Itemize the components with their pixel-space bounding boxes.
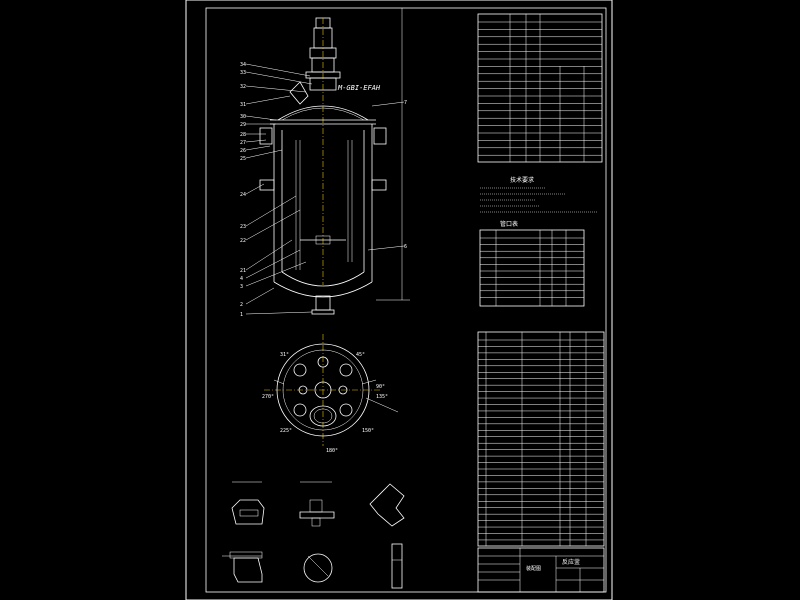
parts-list-table (477, 331, 605, 547)
callout-4: 4 (240, 276, 243, 282)
angle-label: 150° (362, 428, 374, 434)
callout-2: 2 (240, 302, 243, 308)
technical-notes: 技术要求 (480, 176, 598, 213)
callout-3: 3 (240, 284, 243, 290)
angle-label: 31° (280, 352, 289, 358)
vessel-plan-view (264, 334, 399, 446)
callout-30: 30 (240, 114, 246, 120)
sheet-border (185, 0, 613, 600)
vessel-elevation (259, 8, 410, 315)
callout-22: 22 (240, 238, 246, 244)
callout-1: 1 (240, 312, 243, 318)
callout-6: 6 (404, 244, 407, 250)
callout-25: 25 (240, 156, 246, 162)
title-block-name: 反应釜 (562, 558, 580, 566)
callout-33: 33 (240, 70, 246, 76)
callout-7: 7 (404, 100, 407, 106)
callout-21: 21 (240, 268, 246, 274)
title-block-drawing-no: 装配图 (526, 565, 541, 572)
angle-label: 225° (280, 428, 292, 434)
callout-26: 26 (240, 148, 246, 154)
angle-label: 135° (376, 394, 388, 400)
callout-27: 27 (240, 140, 246, 146)
callout-24: 24 (240, 192, 246, 198)
nozzle-table-rows (480, 237, 584, 298)
callout-23: 23 (240, 224, 246, 230)
callout-28: 28 (240, 132, 246, 138)
right-callout-numbers: 7 6 (367, 100, 407, 251)
nozzle-table-heading: 管口表 (500, 220, 518, 228)
vessel-main-label: M-GBI-EFAH (337, 84, 381, 92)
angle-label: 270° (262, 394, 274, 400)
angle-label: 90° (376, 384, 385, 390)
detail-views (222, 481, 405, 589)
design-data-rows (478, 21, 602, 156)
angle-label: 180° (326, 448, 338, 454)
left-callout-numbers: 34 33 32 31 30 29 28 27 26 25 24 23 22 2… (240, 62, 246, 318)
notes-heading: 技术要求 (510, 176, 534, 184)
parts-list-rows (478, 339, 604, 541)
plan-angle-labels: 31° 45° 270° 225° 150° 135° 90° 180° (262, 352, 388, 454)
callout-34: 34 (240, 62, 246, 68)
callout-32: 32 (240, 84, 246, 90)
inner-frame (205, 7, 607, 593)
left-callout-leaders (245, 63, 313, 315)
angle-label: 45° (356, 352, 365, 358)
title-block: 反应釜 装配图 (477, 547, 605, 593)
design-data-table (477, 13, 603, 163)
nozzle-table: 管口表 (479, 220, 585, 307)
callout-31: 31 (240, 102, 246, 108)
callout-29: 29 (240, 122, 246, 128)
